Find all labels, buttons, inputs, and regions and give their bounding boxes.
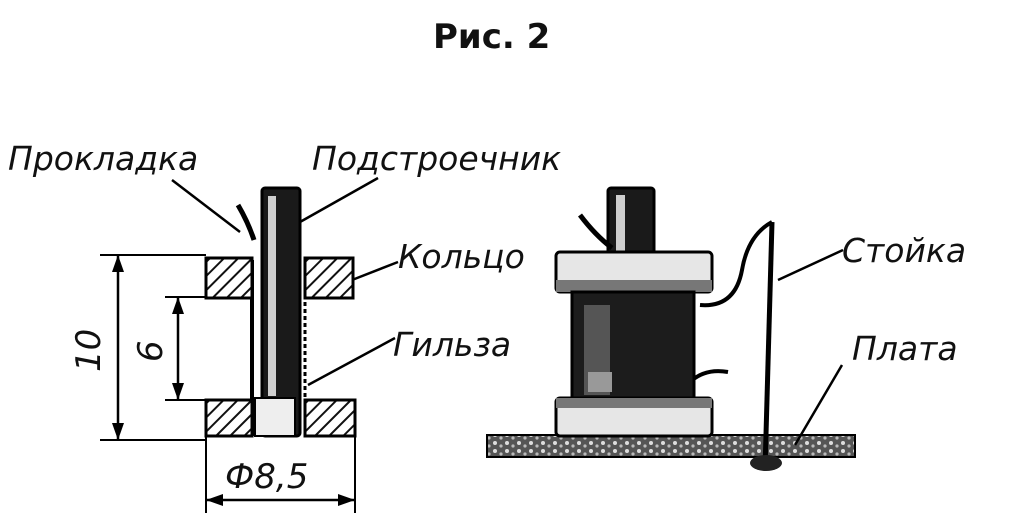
- dim-85-arrow-left: [206, 494, 223, 506]
- dim-6-arrow-bottom: [172, 383, 184, 400]
- dim-6-arrow-top: [172, 297, 184, 314]
- post: [762, 221, 775, 471]
- trimmer-top: [606, 186, 656, 260]
- leader-ring: [351, 260, 399, 282]
- lead-wire: [699, 220, 774, 308]
- label-gasket: Прокладка: [8, 139, 198, 178]
- post-solder: [750, 455, 782, 471]
- trimmer-core-highlight: [268, 196, 276, 396]
- leader-post: [777, 248, 844, 282]
- ext-lower-ring-shade: [556, 398, 712, 408]
- coil-spot: [588, 372, 612, 392]
- lower-ring-right: [303, 398, 357, 438]
- label-board: Плата: [852, 329, 958, 368]
- upper-ring-left: [204, 256, 254, 300]
- dim-85-arrow-right: [338, 494, 355, 506]
- lead-wire-lower: [688, 369, 729, 384]
- leader-board: [793, 364, 844, 446]
- gasket-wire: [235, 203, 257, 241]
- dim-10-arrow-bottom: [112, 423, 124, 440]
- trimmer-top-highlight: [616, 195, 625, 253]
- label-ring: Кольцо: [398, 237, 525, 276]
- external-view: [486, 186, 856, 471]
- core-bottom: [254, 397, 296, 437]
- dim-height-inner: 6: [131, 340, 171, 362]
- leader-trimmer: [299, 176, 379, 224]
- label-trimmer: Подстроечник: [312, 139, 561, 178]
- label-post: Стойка: [842, 231, 966, 270]
- label-sleeve: Гильза: [393, 325, 511, 364]
- dim-diameter: Ф8,5: [225, 457, 308, 497]
- upper-ring-right: [303, 256, 355, 300]
- section-view: 10 6 Ф8,5: [69, 176, 399, 513]
- lower-ring-left: [204, 398, 254, 438]
- leader-sleeve: [307, 336, 396, 387]
- ext-upper-ring-shade: [556, 280, 712, 292]
- dim-height-total: 10: [69, 329, 109, 372]
- leader-gasket: [171, 179, 241, 233]
- dim-10-arrow-top: [112, 255, 124, 272]
- gasket-wire-right: [578, 213, 614, 250]
- figure-title: Рис. 2: [433, 17, 550, 57]
